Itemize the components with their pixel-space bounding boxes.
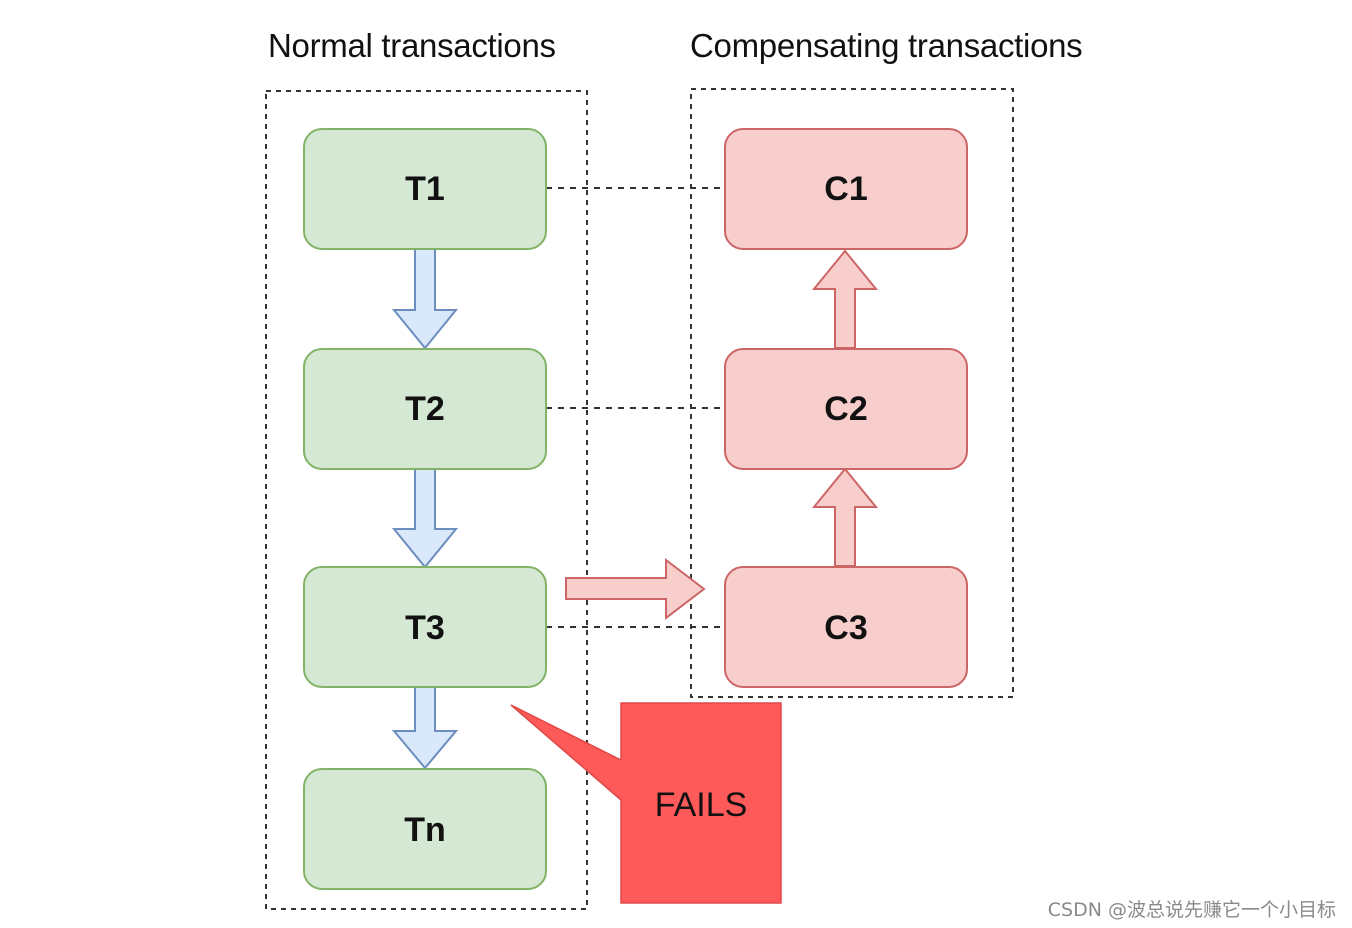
node-t1: T1 <box>303 128 547 250</box>
fails-callout: FAILS <box>510 702 782 904</box>
node-tn-label: Tn <box>404 811 446 849</box>
normal-transactions-title: Normal transactions <box>268 27 556 64</box>
compensating-transactions-title: Compensating transactions <box>690 27 1082 64</box>
node-c1: C1 <box>724 128 968 250</box>
node-c1-label: C1 <box>824 170 867 208</box>
watermark-text: CSDN @波总说先赚它一个小目标 <box>1048 899 1336 921</box>
down-arrow-t2-t3 <box>391 468 459 569</box>
node-c3-label: C3 <box>824 609 867 647</box>
node-t3-label: T3 <box>405 609 445 647</box>
node-t3: T3 <box>303 566 547 688</box>
node-c2: C2 <box>724 348 968 470</box>
up-arrow-c2-c1 <box>811 249 879 349</box>
normal-transactions-group <box>265 90 588 910</box>
fails-label: FAILS <box>655 786 748 824</box>
up-arrow-c3-c2 <box>811 467 879 567</box>
node-t2: T2 <box>303 348 547 470</box>
node-c3: C3 <box>724 566 968 688</box>
down-arrow-t3-tn <box>391 686 459 770</box>
node-t2-label: T2 <box>405 390 445 428</box>
node-tn: Tn <box>303 768 547 890</box>
compensating-transactions-group <box>690 88 1014 698</box>
node-t1-label: T1 <box>405 170 445 208</box>
node-c2-label: C2 <box>824 390 867 428</box>
down-arrow-t1-t2 <box>391 248 459 350</box>
compensate-arrow-t3-c3 <box>565 557 706 621</box>
